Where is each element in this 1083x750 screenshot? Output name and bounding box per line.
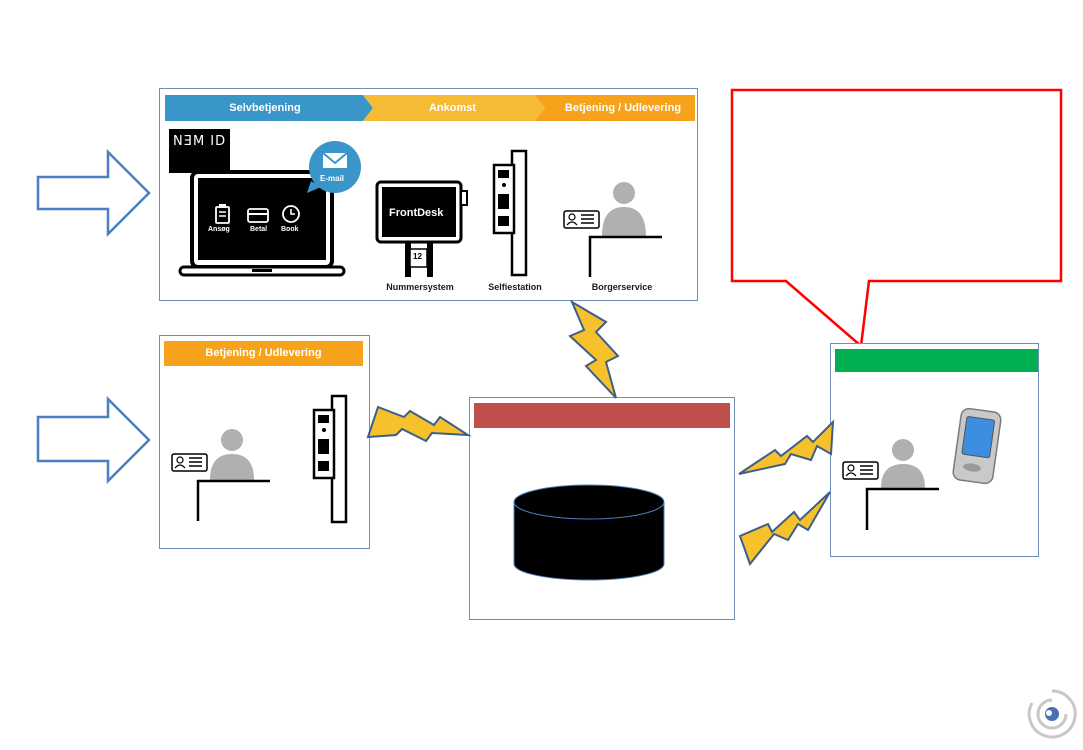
step-selvbetjening: Selvbetjening — [229, 102, 301, 114]
circular-logo-icon — [1027, 689, 1077, 739]
step-betjening: Betjening / Udlevering — [564, 102, 682, 114]
local-person-icon — [171, 429, 270, 521]
caption-nummersystem: Nummersystem — [386, 282, 454, 292]
step-ankomst: Ankomst — [428, 102, 477, 114]
callout-box — [730, 88, 1063, 349]
borgerservice-person-icon — [563, 182, 662, 277]
kiosk-brand: FrontDesk — [389, 207, 444, 219]
database-header-bar — [474, 403, 730, 428]
app-label-book: Book — [281, 226, 299, 233]
mobile-service-panel — [830, 343, 1039, 557]
lightning-bolt-icon-left — [366, 405, 472, 443]
caption-selfiestation: Selfiestation — [488, 282, 542, 292]
database-panel — [469, 397, 735, 620]
arrow-right-icon-bottom — [36, 395, 151, 485]
nemid-logo: NƎM ID — [169, 129, 230, 173]
app-label-ansog: Ansøg — [208, 226, 230, 233]
app-label-betal: Betal — [250, 226, 268, 233]
nemid-label: NƎM ID — [173, 134, 227, 149]
laptop-icon — [178, 170, 346, 277]
selfie-station-icon — [492, 149, 528, 277]
lightning-bolt-icon-right-bottom — [738, 491, 831, 567]
self-service-panel: Selvbetjening Ankomst Betjening / Udleve… — [159, 88, 698, 301]
frontdesk-kiosk-icon — [375, 180, 468, 277]
local-panel-header: Betjening / Udlevering — [164, 341, 363, 366]
lightning-bolt-icon-top — [568, 299, 620, 399]
email-label: E-mail — [320, 174, 345, 183]
ticket-number: 12 — [413, 252, 422, 261]
process-chevrons — [165, 95, 695, 121]
database-cylinder-icon — [513, 484, 665, 581]
arrow-right-icon-top — [36, 148, 151, 238]
mobile-person-icon — [842, 439, 939, 530]
lightning-bolt-icon-right-top — [738, 419, 835, 475]
pda-phone-icon — [952, 407, 1002, 485]
email-bubble-icon — [307, 141, 361, 193]
caption-borgerservice: Borgerservice — [591, 282, 653, 292]
local-service-panel: Betjening / Udlevering — [159, 335, 370, 549]
mobile-header-bar — [835, 349, 1038, 372]
local-selfie-station-icon — [312, 394, 348, 524]
